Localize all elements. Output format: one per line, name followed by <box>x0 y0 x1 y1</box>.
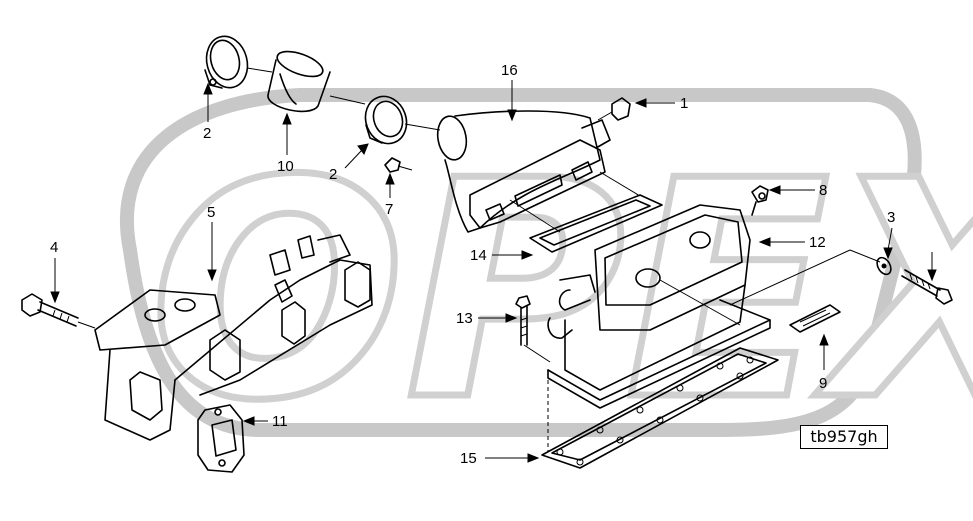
leader-arrows <box>50 80 937 463</box>
opex-watermark: OPEX <box>119 88 973 470</box>
callout-11: 11 <box>272 413 288 430</box>
callout-8: 8 <box>819 182 827 199</box>
plug-screw <box>384 157 413 173</box>
callout-14: 14 <box>470 247 487 264</box>
callout-4: 4 <box>50 239 58 256</box>
air-intake-duct <box>436 110 611 233</box>
cap-screw-long <box>901 269 953 305</box>
fitting-nipple <box>597 97 631 121</box>
data-plate <box>789 304 841 333</box>
hose-clamp-lower <box>364 95 408 145</box>
callout-5: 5 <box>207 204 215 221</box>
exhaust-manifold <box>94 234 373 441</box>
callout-16: 16 <box>501 62 518 79</box>
callout-3: 3 <box>887 209 895 226</box>
washer <box>876 256 892 276</box>
cooler-gasket <box>541 347 779 469</box>
callout-15: 15 <box>460 450 477 467</box>
hose-sleeve <box>267 50 331 113</box>
callout-13: 13 <box>456 310 473 327</box>
callout-2-upper: 2 <box>203 125 211 142</box>
intercooler-core <box>547 204 881 409</box>
callout-9: 9 <box>819 375 827 392</box>
cap-screw-short <box>515 295 551 363</box>
callout-2-lower: 2 <box>329 166 337 183</box>
watermark-text: OPEX <box>150 117 973 466</box>
temperature-sensor <box>751 185 769 216</box>
hose-clamp-upper <box>204 35 249 89</box>
callout-labels: 2 10 2 7 16 1 8 12 3 14 13 9 15 4 5 11 <box>50 62 895 467</box>
reference-code-label: tb957gh <box>800 425 888 449</box>
callout-12: 12 <box>809 234 826 251</box>
callout-1: 1 <box>680 95 688 112</box>
manifold-gasket <box>197 404 245 473</box>
callout-10: 10 <box>277 158 294 175</box>
duct-gasket <box>509 171 663 253</box>
callout-7: 7 <box>385 201 393 218</box>
manifold-bolt <box>21 293 96 329</box>
